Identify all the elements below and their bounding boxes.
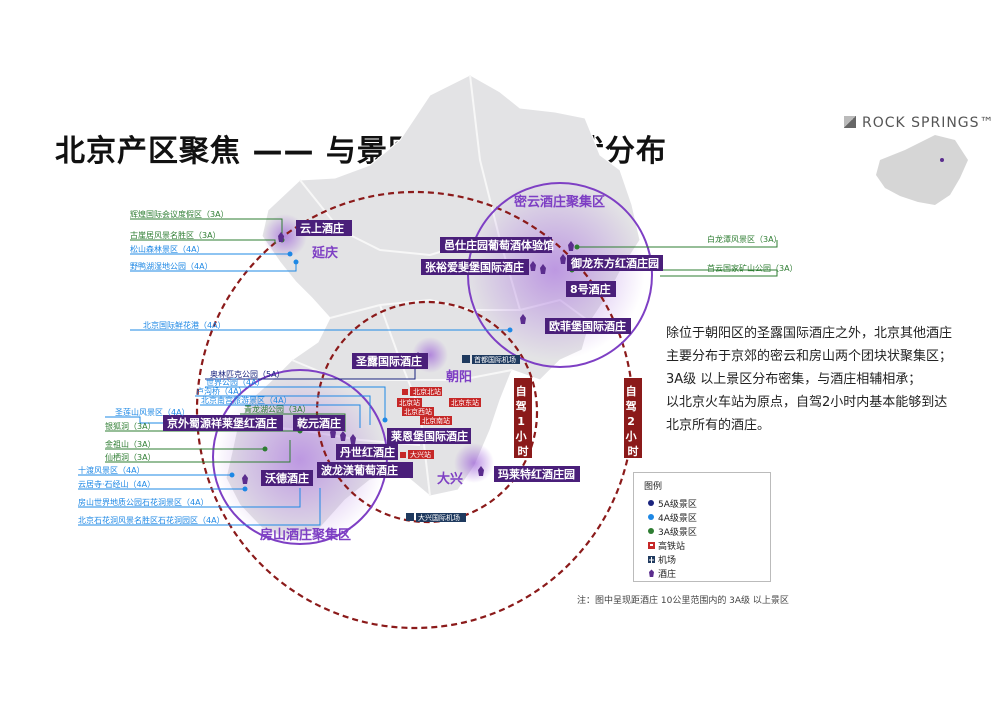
daxing-airport-icon xyxy=(406,513,414,521)
description-line: 3A级 以上景区分布密集，与酒庄相辅相承； xyxy=(666,372,922,387)
footnote: 注：图中呈现距酒庄 10公里范围内的 3A级 以上景区 xyxy=(577,596,789,606)
drive-1h-label: 自 驾 1 小 时 xyxy=(515,384,531,458)
beijing-north-label: 北京北站 xyxy=(413,387,441,396)
region-yanqing: 延庆 xyxy=(311,245,338,261)
drive-1h-badge xyxy=(514,378,532,458)
winery-yunshang: 云上酒庄 xyxy=(300,221,344,235)
miyun-cluster-glow xyxy=(465,180,645,360)
scenic-label: 松山森林景区（4A） xyxy=(130,244,205,254)
legend-item-label: 高铁站 xyxy=(658,541,686,552)
winery-bolong: 波龙渼葡萄酒庄 xyxy=(321,463,398,477)
scenic-label: 青龙湖公园（3A） xyxy=(244,404,311,414)
scenic-label: 古崖居风景名胜区（3A） xyxy=(130,230,221,240)
description-line: 以北京火车站为原点，自驾2小时内基本能够到达 xyxy=(666,395,948,410)
daxing-airport-label: 大兴国际机场 xyxy=(418,513,460,522)
winery-no8: 8号酒庄 xyxy=(570,282,611,296)
winery-shenglu: 圣露国际酒庄 xyxy=(355,354,422,368)
scenic-label: 奥林匹克公园（5A） xyxy=(210,369,285,379)
scenic-label: 十渡风景区（4A） xyxy=(78,465,145,475)
airport-icon xyxy=(644,555,658,564)
scenic-label: 房山世界地质公园石花洞景区（4A） xyxy=(78,497,209,507)
region-chaoyang: 朝阳 xyxy=(446,369,472,385)
legend-item-5a: 5A级景区 xyxy=(644,497,697,510)
rail-icon xyxy=(400,452,406,458)
scenic-label: 金祖山（3A） xyxy=(105,439,156,449)
beijing-west-label: 北京西站 xyxy=(404,407,432,416)
legend-item-winery: 酒庄 xyxy=(644,567,677,580)
scenic-label: 云居寺·石经山（4A） xyxy=(78,479,155,489)
scenic-label: 野鸭湖湿地公园（4A） xyxy=(130,261,213,271)
winery-oufeibao: 欧菲堡国际酒庄 xyxy=(549,319,626,333)
winery-mailaite: 玛莱特红酒庄园 xyxy=(498,467,575,481)
description: 除位于朝阳区的圣露国际酒庄之外，北京其他酒庄 主要分布于京郊的密云和房山两个团块… xyxy=(666,322,996,437)
winery-wode: 沃德酒庄 xyxy=(265,471,309,485)
description-line: 北京所有的酒庄。 xyxy=(666,418,771,433)
scenic-label: 白龙潭风景区（3A） xyxy=(707,234,782,244)
transport-labels: 首都国际机场 大兴国际机场 北京北站 北京站 北京东站 北京西站 北京南站 大兴… xyxy=(397,355,520,522)
drive-2h-label: 自 驾 2 小 时 xyxy=(625,384,641,458)
capital-airport-icon xyxy=(462,355,470,363)
rail-icon xyxy=(402,389,408,395)
rail-icon xyxy=(644,541,658,550)
winery-yulong: 御龙东方红酒庄园 xyxy=(570,256,659,270)
scenic-labels-left: 辉煌国际会议度假区（3A） 古崖居风景名胜区（3A） 松山森林景区（4A） 野鸭湖湿地… xyxy=(78,209,311,525)
description-line: 主要分布于京郊的密云和房山两个团块状聚集区； xyxy=(666,349,953,364)
region-daxing: 大兴 xyxy=(437,471,463,487)
daxing-station-label: 大兴站 xyxy=(410,450,431,459)
scenic-label: 北京南宫旅游景区（4A） xyxy=(201,395,292,405)
scenic-label: 首云国家矿山公园（3A） xyxy=(707,263,798,273)
winery-qianyuan: 乾元酒庄 xyxy=(297,416,341,430)
winery-labels: 云上酒庄 邑仕庄园葡萄酒体验馆 张裕爱斐堡国际酒庄 御龙东方红酒庄园 8号酒庄 … xyxy=(163,220,663,486)
legend-item-label: 酒庄 xyxy=(658,569,677,580)
legend-item-label: 机场 xyxy=(658,555,677,566)
scenic-label: 圣莲山风景区（4A） xyxy=(115,407,190,417)
legend-item-label: 4A级景区 xyxy=(658,513,697,524)
scenic-label: 世界公园（4A） xyxy=(206,377,265,387)
legend-item-rail: 高铁站 xyxy=(644,539,686,552)
brand-text: ROCK SPRINGS™ xyxy=(862,115,995,131)
capital-airport-label: 首都国际机场 xyxy=(474,355,516,364)
description-line: 除位于朝阳区的圣露国际酒庄之外，北京其他酒庄 xyxy=(666,326,953,341)
daxing-glow xyxy=(454,443,494,483)
legend-item-label: 3A级景区 xyxy=(658,527,697,538)
legend-item-label: 5A级景区 xyxy=(658,499,697,510)
beijing-south-label: 北京南站 xyxy=(422,416,450,425)
cluster-miyun-label: 密云酒庄聚集区 xyxy=(513,194,605,210)
scenic-label: 卢沟桥（4A） xyxy=(196,386,247,396)
winery-icon xyxy=(644,569,658,578)
scenic-label: 仙栖洞（3A） xyxy=(105,452,156,462)
scenic-label: 辉煌国际会议度假区（3A） xyxy=(130,209,229,219)
brand-logo: ROCK SPRINGS™ xyxy=(844,115,995,131)
legend-item-4a: 4A级景区 xyxy=(644,511,697,524)
scenic-label: 北京国际鲜花港（4A） xyxy=(143,320,226,330)
cluster-fangshan-label: 房山酒庄聚集区 xyxy=(260,527,351,543)
winery-zhangyuaiyi: 张裕爱斐堡国际酒庄 xyxy=(425,260,524,274)
legend-item-3a: 3A级景区 xyxy=(644,525,697,538)
legend-item-airport: 机场 xyxy=(644,553,677,566)
drive-2h-badge xyxy=(624,378,642,458)
winery-yishizhuang: 邑仕庄园葡萄酒体验馆 xyxy=(444,238,554,252)
legend: 图例 5A级景区 4A级景区 3A级景区 高铁站 机场 酒庄 xyxy=(633,472,771,582)
scenic-label: 银狐洞（3A） xyxy=(105,421,156,431)
winery-danshi: 丹世红酒庄 xyxy=(340,445,395,459)
scenic-label: 北京石花洞风景名胜区石花洞园区（4A） xyxy=(78,515,225,525)
scenic-labels-right: 白龙潭风景区（3A） 首云国家矿山公园（3A） xyxy=(707,234,798,273)
brand-mark-icon xyxy=(844,116,856,128)
winery-laiensbao: 莱恩堡国际酒庄 xyxy=(391,429,468,443)
china-minimap-beijing-marker xyxy=(940,158,944,162)
china-minimap xyxy=(876,135,968,205)
legend-title: 图例 xyxy=(644,482,663,492)
beijing-station-label: 北京站 xyxy=(399,398,420,407)
beijing-east-label: 北京东站 xyxy=(451,398,479,407)
winery-jingwai: 京外蜀源祥莱堡红酒庄 xyxy=(167,416,277,430)
